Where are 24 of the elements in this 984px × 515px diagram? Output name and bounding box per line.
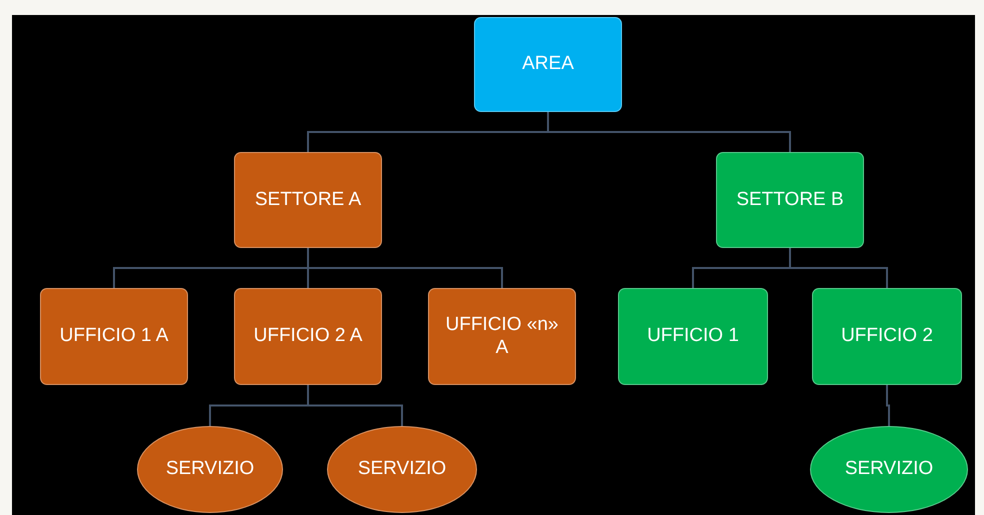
node-label: SERVIZIO [844, 458, 934, 481]
org-box [474, 17, 622, 112]
connector-line [547, 112, 791, 152]
connector-line [307, 248, 503, 288]
org-box [40, 288, 188, 385]
connector-line [886, 385, 890, 426]
node-label: AREA [522, 53, 574, 76]
connector-line [789, 248, 888, 288]
node-label: SETTORE B [736, 188, 844, 212]
node-label: UFFICIO 1 A [60, 325, 168, 348]
node-label: UFFICIO 1 [647, 325, 739, 348]
org-box [618, 288, 768, 385]
org-box [428, 288, 576, 385]
node-label: UFFICIO 2 A [254, 325, 362, 348]
node-label: UFFICIO «n» A [444, 314, 560, 360]
org-box [234, 152, 382, 248]
org-box [812, 288, 962, 385]
node-label: SETTORE A [254, 188, 362, 212]
node-label: SERVIZIO [358, 458, 446, 481]
org-box [234, 288, 382, 385]
connector-line [307, 385, 403, 426]
node-label: SERVIZIO [166, 458, 254, 481]
node-label: UFFICIO 2 [841, 325, 933, 348]
org-box [716, 152, 864, 248]
